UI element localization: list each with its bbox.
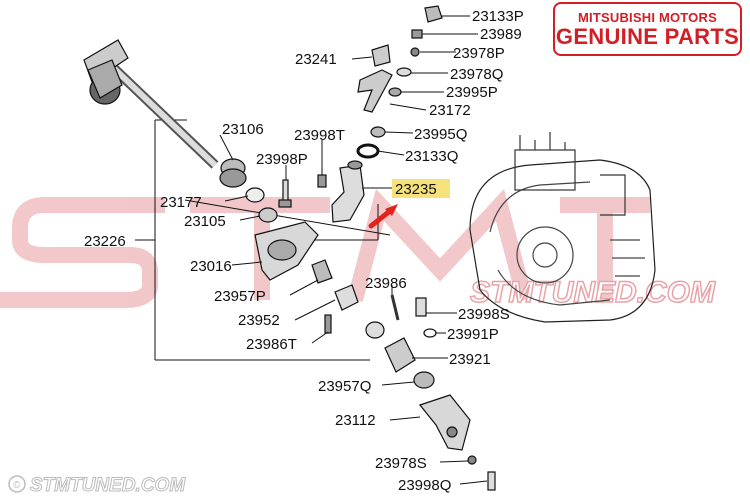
label-23112: 23112 xyxy=(335,412,376,429)
label-23241: 23241 xyxy=(295,51,337,68)
genuine-parts-badge: MITSUBISHI MOTORS GENUINE PARTS xyxy=(553,2,742,56)
bolt-23998Q xyxy=(487,471,496,491)
clip-23995P xyxy=(388,87,402,97)
pin-23986T xyxy=(324,314,332,334)
label-23235: 23235 xyxy=(395,181,437,198)
label-23991P: 23991P xyxy=(447,326,499,343)
label-23133Q: 23133Q xyxy=(405,148,458,165)
part-labels: 23133P 23989 23978P 23241 23978Q 23995P … xyxy=(84,8,524,494)
housing-23016 xyxy=(254,221,319,281)
label-23133P: 23133P xyxy=(472,8,524,25)
clip-23995Q xyxy=(370,126,386,138)
highlight-box xyxy=(392,179,450,198)
footer-watermark-text: STMTUNED.COM xyxy=(30,475,186,496)
red-arrow-indicator xyxy=(368,204,398,229)
label-23995Q: 23995Q xyxy=(414,126,467,143)
seal-23177 xyxy=(245,187,265,203)
mount-23957Q xyxy=(413,371,435,389)
washer-23991P xyxy=(423,328,437,338)
footer-watermark: © STMTUNED.COM xyxy=(8,475,187,497)
label-23978P: 23978P xyxy=(453,45,505,62)
washer-23978Q xyxy=(396,67,412,77)
lever-23172 xyxy=(357,69,393,113)
leader-lines xyxy=(219,15,488,485)
cap-23133P xyxy=(424,5,443,23)
label-23986: 23986 xyxy=(365,275,407,292)
spring-23957P xyxy=(311,259,333,284)
label-23995P: 23995P xyxy=(446,84,498,101)
label-23226: 23226 xyxy=(84,233,126,250)
label-23998Q: 23998Q xyxy=(398,477,451,494)
label-23177: 23177 xyxy=(160,194,202,211)
lever-23235 xyxy=(317,160,365,223)
label-23998S: 23998S xyxy=(458,306,510,323)
label-23986T: 23986T xyxy=(246,336,297,353)
bushing-23105 xyxy=(258,207,278,223)
copyright-icon: © xyxy=(13,480,21,491)
label-23957Q: 23957Q xyxy=(318,378,371,395)
bracket-23241 xyxy=(371,44,391,67)
label-23106: 23106 xyxy=(222,121,264,138)
label-23921: 23921 xyxy=(449,351,491,368)
pin-23986 xyxy=(390,294,400,321)
label-23952: 23952 xyxy=(238,312,280,329)
ring-23133Q xyxy=(356,143,380,159)
shift-rod-23226 xyxy=(83,39,219,169)
label-23998P: 23998P xyxy=(256,151,308,168)
label-23016: 23016 xyxy=(190,258,232,275)
label-23998T: 23998T xyxy=(294,127,345,144)
label-23989: 23989 xyxy=(480,26,522,43)
label-23978Q: 23978Q xyxy=(450,66,503,83)
bolt-23998S xyxy=(415,297,427,317)
block-23921 xyxy=(365,321,416,373)
label-23957P: 23957P xyxy=(214,288,266,305)
transmission-illustration xyxy=(469,132,656,323)
label-23172: 23172 xyxy=(429,102,471,119)
cover-23112 xyxy=(418,394,471,451)
label-23978S: 23978S xyxy=(375,455,427,472)
washer-23978S xyxy=(467,455,477,465)
pin-23989 xyxy=(411,29,423,39)
bolt-23998P xyxy=(278,179,292,208)
block-23952 xyxy=(334,284,359,311)
label-23105: 23105 xyxy=(184,213,226,230)
badge-genuine-text: GENUINE PARTS xyxy=(555,23,740,49)
badge-brand-text: MITSUBISHI MOTORS xyxy=(578,9,717,25)
boot-23106 xyxy=(219,158,247,188)
washer-23978P xyxy=(410,47,420,57)
watermark-center-text: STMTUNED.COM xyxy=(470,276,716,309)
